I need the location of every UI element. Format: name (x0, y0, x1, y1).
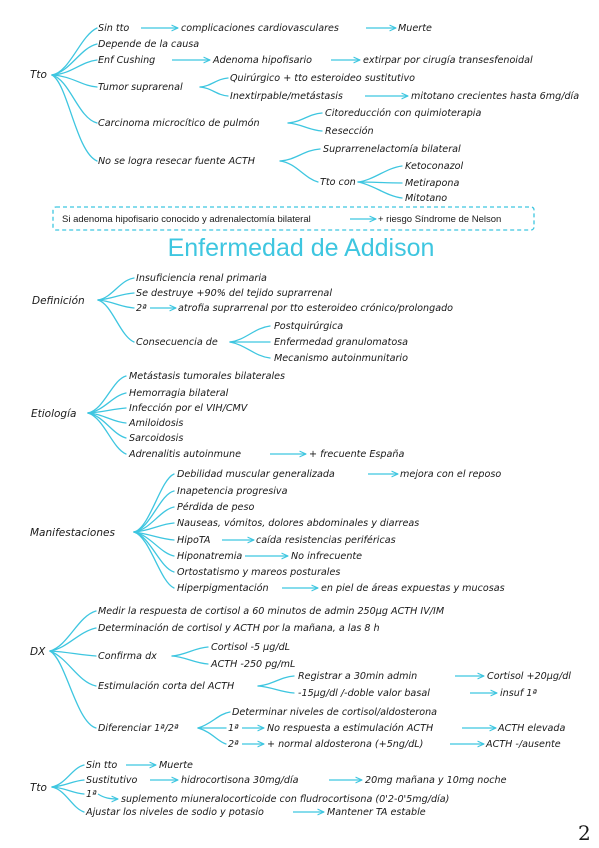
manif-debilidad: Debilidad muscular generalizada (177, 469, 335, 480)
definicion-label: Definición (32, 295, 85, 307)
dx-registrar: Registrar a 30min admin (298, 671, 417, 682)
consecuencia-3: Mecanismo autoinmunitario (274, 353, 408, 364)
etiologia-label: Etiología (31, 408, 76, 420)
dx-primaria-tag: 1ª (228, 723, 239, 734)
tto1-sin-tto: Sin tto (98, 23, 129, 34)
tto1-tumor: Tumor suprarenal (98, 82, 183, 93)
nelson-note-text: Si adenoma hipofisario conocido y adrena… (62, 214, 311, 225)
tto1-reseccion: Resección (325, 125, 374, 137)
definicion-branches (97, 277, 135, 343)
definicion-item-1: Insuficiencia renal primaria (136, 273, 267, 284)
tto2-primaria-tag: 1ª (86, 789, 97, 800)
etiologia-item-1: Metástasis tumorales bilaterales (129, 370, 285, 382)
dx-estimulacion: Estimulación corta del ACTH (98, 680, 234, 692)
tto2-muerte: Muerte (159, 760, 193, 771)
dx-acth: ACTH -250 pg/mL (210, 659, 295, 670)
consecuencia-1: Postquirúrgica (274, 320, 343, 332)
manif-hiperpig: Hiperpigmentación (177, 582, 269, 594)
dx-secundaria-text: + normal aldosterona (+5ng/dL) (267, 739, 423, 750)
etiologia-adrenalitis: Adrenalitis autoinmune (128, 449, 241, 460)
tto1-label: Tto (30, 69, 47, 81)
etiologia-branches (87, 375, 127, 455)
tto1-muerte: Muerte (398, 23, 432, 34)
nelson-note-box (52, 206, 535, 231)
manif-ortostatismo: Ortostatismo y mareos posturales (177, 567, 340, 578)
tto2-hidrocortisona: hidrocortisona 30mg/día (181, 774, 299, 786)
tto1-depende: Depende de la causa (98, 39, 199, 50)
manif-hiponatremia: Hiponatremia (177, 551, 242, 562)
manif-nauseas: Nauseas, vómitos, dolores abdominales y … (177, 517, 419, 529)
tto1-inextirpable: Inextirpable/metástasis (230, 90, 343, 102)
tto1-suprarrenalectomia: Suprarrenelactomía bilateral (323, 143, 461, 155)
manifestaciones-label: Manifestaciones (30, 527, 115, 539)
definicion-item-2: Se destruye +90% del tejido suprarrenal (136, 288, 332, 299)
definicion-secondary: 2ª (136, 303, 147, 314)
tto1-mitotano: mitotano crecientes hasta 6mg/día (411, 90, 579, 102)
dx-insuf: insuf 1ª (500, 688, 537, 699)
dx-branches (49, 610, 97, 729)
manif-reposo: mejora con el reposo (400, 469, 501, 480)
tto1-tto-con: Tto con (320, 177, 356, 188)
tto1-complicaciones: complicaciones cardiovasculares (181, 23, 339, 34)
tto1-metirapona: Metirapona (405, 178, 459, 189)
etiologia-frecuente: + frecuente España (309, 449, 404, 460)
dx-determinar: Determinar niveles de cortisol/aldostero… (232, 707, 437, 718)
etiologia-item-3: Infección por el VIH/CMV (129, 402, 249, 414)
tto1-adenoma: Adenoma hipofisario (212, 55, 312, 66)
tto2-sustitutivo: Sustitutivo (86, 775, 138, 786)
dx-secundaria-tag: 2ª (228, 739, 239, 750)
dx-diferenciar: Diferenciar 1ª/2ª (98, 723, 179, 734)
etiologia-item-2: Hemorragia bilateral (129, 388, 229, 399)
dx-basal: -15μg/dl /-doble valor basal (298, 688, 430, 699)
dx-medir: Medir la respuesta de cortisol a 60 minu… (98, 606, 445, 617)
dx-determinacion: Determinación de cortisol y ACTH por la … (98, 622, 380, 634)
dx-label: DX (30, 646, 46, 658)
dx-cortisol-up: Cortisol +20μg/dl (487, 671, 571, 682)
tto2-branches (51, 764, 85, 813)
consecuencia-2: Enfermedad granulomatosa (274, 337, 408, 348)
dx-confirma: Confirma dx (98, 651, 157, 662)
tto1-mitotano-drug: Mitotano (405, 193, 447, 204)
dx-primaria-result: ACTH elevada (497, 723, 566, 734)
etiologia-item-5: Sarcoidosis (129, 433, 183, 444)
tto1-citoreduccion: Citoreducción con quimioterapia (325, 107, 481, 119)
tto1-branches (51, 27, 98, 162)
tto2-ajustar: Ajustar los niveles de sodio y potasio (85, 807, 264, 818)
definicion-consecuencia: Consecuencia de (136, 337, 218, 348)
tto1-ketoconazol: Ketoconazol (405, 161, 463, 172)
manif-inapetencia: Inapetencia progresiva (177, 486, 288, 497)
definicion-atrofia: atrofia suprarrenal por tto esteroideo c… (178, 302, 453, 314)
page-number: 2 (578, 821, 591, 845)
tto2-dosis: 20mg mañana y 10mg noche (365, 775, 507, 786)
tto1-no-resecar: No se logra resecar fuente ACTH (98, 156, 255, 167)
manif-perdida: Pérdida de peso (177, 501, 254, 513)
tto1-extirpar: extirpar por cirugía transesfenoidal (363, 54, 533, 66)
nelson-note-result: + riesgo Síndrome de Nelson (378, 214, 501, 225)
tto2-mantener: Mantener TA estable (327, 807, 426, 818)
tto2-sin-tto: Sin tto (86, 760, 117, 771)
manifestaciones-branches (133, 473, 175, 589)
dx-primaria-text: No respuesta a estimulación ACTH (267, 722, 433, 734)
manif-hipota: HipoTA (177, 535, 210, 546)
dx-secundaria-result: ACTH -/ausente (485, 739, 561, 750)
tto1-carcinoma: Carcinoma microcítico de pulmón (98, 117, 260, 129)
manif-caida: caída resistencias periféricas (256, 534, 396, 546)
tto2-fludrocortisona: suplemento miuneralocorticoide con fludr… (121, 793, 449, 805)
tto1-cushing: Enf Cushing (98, 55, 155, 66)
page-title: Enfermedad de Addison (168, 234, 435, 262)
manif-piel: en piel de áreas expuestas y mucosas (321, 582, 505, 594)
tto1-quirurgico: Quirúrgico + tto esteroideo sustitutivo (230, 72, 415, 84)
etiologia-item-4: Amiloidosis (128, 418, 183, 429)
dx-cortisol: Cortisol -5 μg/dL (211, 642, 290, 653)
tto2-label: Tto (30, 782, 47, 794)
manif-no-infrecuente: No infrecuente (291, 551, 362, 562)
